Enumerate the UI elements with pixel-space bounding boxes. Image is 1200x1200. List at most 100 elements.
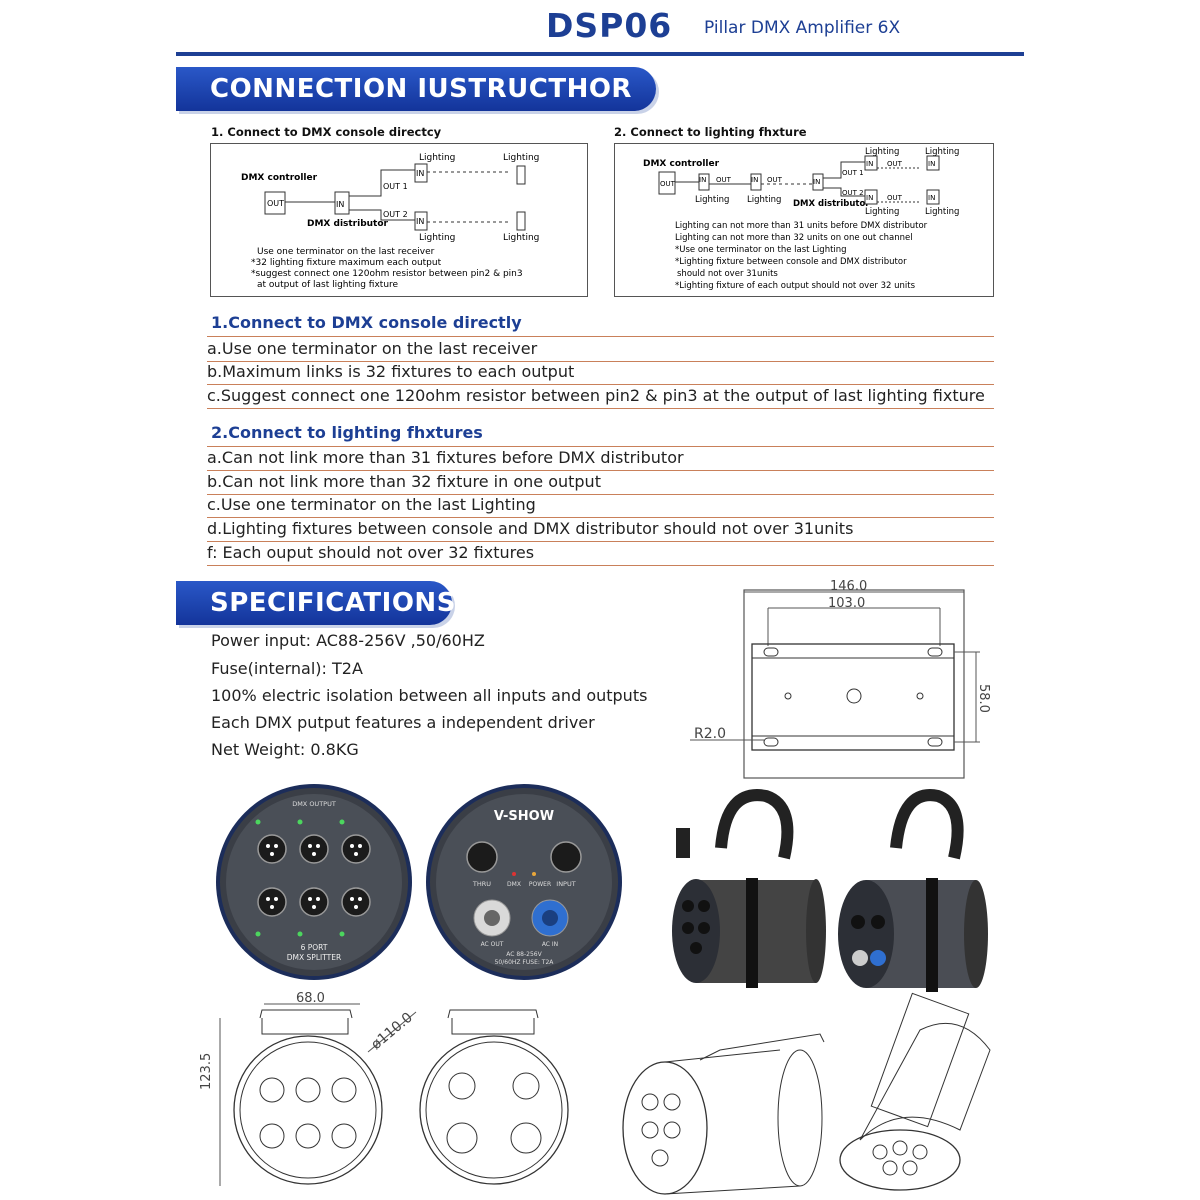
controller-label-2: DMX controller: [643, 159, 720, 169]
diagram2-note-5: should not over 31units: [677, 269, 778, 279]
bracket-width-label: 146.0: [830, 579, 867, 594]
height-dim: 123.5: [200, 1053, 214, 1090]
svg-text:IN: IN: [751, 176, 758, 184]
diagram1-note-4: at output of last lighting fixture: [257, 280, 399, 290]
controller-box: [264, 191, 286, 215]
thru-connector: [466, 841, 498, 873]
lighting-label: Lighting: [419, 153, 455, 163]
svg-text:IN: IN: [416, 217, 424, 226]
svg-text:IN: IN: [866, 194, 873, 202]
bracket-width-dim: 68.0: [296, 991, 325, 1006]
hole-spacing-label: 103.0: [828, 596, 865, 611]
six-port-label: 6 PORT: [301, 943, 328, 952]
svg-text:Lighting: Lighting: [865, 147, 899, 157]
spec-fuse: Fuse(internal): T2A: [211, 659, 363, 678]
section1-line-b: b.Maximum links is 32 fixtures to each o…: [207, 361, 994, 385]
ac-out-label: AC OUT: [481, 941, 504, 948]
svg-text:OUT: OUT: [660, 180, 676, 188]
distributor-label: DMX distributor: [307, 219, 389, 229]
svg-text:IN: IN: [928, 194, 935, 202]
svg-text:OUT 1: OUT 1: [842, 169, 864, 177]
radius-label: R2.0: [694, 726, 726, 742]
svg-text:IN: IN: [813, 178, 820, 186]
product-subtitle: Pillar DMX Amplifier 6X: [704, 18, 901, 38]
diagram2-title: 2. Connect to lighting fhxture: [614, 125, 807, 139]
svg-text:OUT: OUT: [887, 194, 903, 202]
specifications-banner: SPECIFICATIONS: [176, 581, 455, 625]
diagram2-note-6: *Lighting fixture of each output should …: [675, 281, 916, 291]
svg-text:OUT: OUT: [716, 176, 732, 184]
distributor-box: [334, 191, 350, 215]
diagram1-note-3: *suggest connect one 120ohm resistor bet…: [251, 269, 523, 279]
section1-top-rule: [207, 336, 994, 337]
diagram2-box: DMX controller OUT IN OUT Lighting IN OU…: [614, 143, 994, 297]
section1-heading: 1.Connect to DMX console directly: [211, 313, 522, 332]
section2-top-rule: [207, 446, 994, 447]
diagram1-title: 1. Connect to DMX console directcy: [211, 125, 442, 139]
section2-line-f: f: Each ouput should not over 32 fixture…: [207, 542, 994, 566]
diagram2-note-1: Lighting can not more than 31 units befo…: [675, 221, 928, 231]
diagram2-note-4: *Lighting fixture between console and DM…: [675, 257, 907, 267]
out1-label: OUT 1: [383, 182, 408, 191]
distributor-in: IN: [336, 200, 344, 209]
out2-label: OUT 2: [383, 210, 408, 219]
svg-text:Lighting: Lighting: [503, 233, 539, 243]
power-led-label: POWER: [529, 881, 551, 888]
svg-text:Lighting: Lighting: [695, 195, 729, 205]
diameter-dim: ø110.0: [368, 1010, 416, 1054]
brand-logo: V-SHOW: [494, 809, 554, 824]
dmx-output-label: DMX OUTPUT: [292, 800, 336, 808]
front-panel-photo: DMX OUTPUT 6 PORT DMX SPLITTER: [216, 784, 412, 980]
rating-label-2: 50/60HZ FUSE: T2A: [495, 959, 555, 966]
ac-in-label: AC IN: [542, 941, 558, 948]
section2-heading: 2.Connect to lighting fhxtures: [211, 423, 483, 442]
dmx-splitter-label: DMX SPLITTER: [287, 953, 341, 962]
bracket-drawing: 146.0 103.0 58.0 R2.0: [690, 579, 991, 779]
diagram1-note-2: *32 lighting fixture maximum each output: [251, 258, 442, 268]
svg-text:OUT: OUT: [887, 160, 903, 168]
spec-driver: Each DMX putput features a independent d…: [211, 713, 595, 732]
diagram2-note-3: *Use one terminator on the last Lighting: [675, 245, 847, 255]
input-label: INPUT: [556, 880, 575, 888]
rear-panel-photo: V-SHOW THRU DMX POWER INPUT AC OUT AC IN…: [426, 784, 622, 980]
spec-isolation: 100% electric isolation between all inpu…: [211, 686, 648, 705]
clamp-product-photos: [672, 789, 988, 992]
svg-text:IN: IN: [928, 160, 935, 168]
svg-text:IN: IN: [416, 169, 424, 178]
section2-line-a: a.Can not link more than 31 fixtures bef…: [207, 447, 994, 471]
diagram2-note-2: Lighting can not more than 32 units on o…: [675, 233, 913, 243]
svg-text:Lighting: Lighting: [925, 207, 959, 217]
section2-line-b: b.Can not link more than 32 fixture in o…: [207, 471, 994, 495]
svg-text:Lighting: Lighting: [503, 153, 539, 163]
input-connector: [550, 841, 582, 873]
svg-text:Lighting: Lighting: [925, 147, 959, 157]
section1-line-c: c.Suggest connect one 120ohm resistor be…: [207, 385, 994, 409]
thru-label: THRU: [472, 880, 491, 888]
svg-text:OUT 2: OUT 2: [842, 189, 864, 197]
svg-text:Lighting: Lighting: [419, 233, 455, 243]
svg-text:IN: IN: [699, 176, 706, 184]
diagram1-note-1: Use one terminator on the last receiver: [257, 247, 435, 257]
section2-line-c: c.Use one terminator on the last Lightin…: [207, 494, 994, 518]
spec-power: Power input: AC88-256V ,50/60HZ: [211, 631, 485, 650]
svg-text:Lighting: Lighting: [747, 195, 781, 205]
clamp-2: [890, 789, 964, 860]
section2-line-d: d.Lighting fixtures between console and …: [207, 518, 994, 542]
header-rule: [176, 52, 1024, 56]
svg-text:DMX distributor: DMX distributor: [793, 199, 870, 209]
bracket-height-label: 58.0: [976, 684, 991, 713]
svg-text:OUT: OUT: [767, 176, 783, 184]
xlr-female-connectors: [257, 834, 371, 917]
diagram1-box: DMX controller OUT IN DMX distributor OU…: [210, 143, 588, 297]
controller-out: OUT: [267, 199, 284, 208]
clamp-1: [715, 789, 794, 860]
spec-weight: Net Weight: 0.8KG: [211, 740, 359, 759]
svg-text:IN: IN: [866, 160, 873, 168]
diagram1-wiring: DMX controller OUT IN DMX distributor OU…: [241, 153, 539, 290]
connection-banner: CONNECTION IUSTRUCTHOR: [176, 67, 656, 111]
model-title: DSP06: [546, 6, 673, 45]
dmx-led-label: DMX: [507, 881, 521, 888]
dimension-drawings: 68.0 ø110.0 123.5: [200, 991, 991, 1195]
rating-label-1: AC 88-256V: [506, 951, 542, 958]
diagram2-wiring: DMX controller OUT IN OUT Lighting IN OU…: [643, 147, 959, 291]
